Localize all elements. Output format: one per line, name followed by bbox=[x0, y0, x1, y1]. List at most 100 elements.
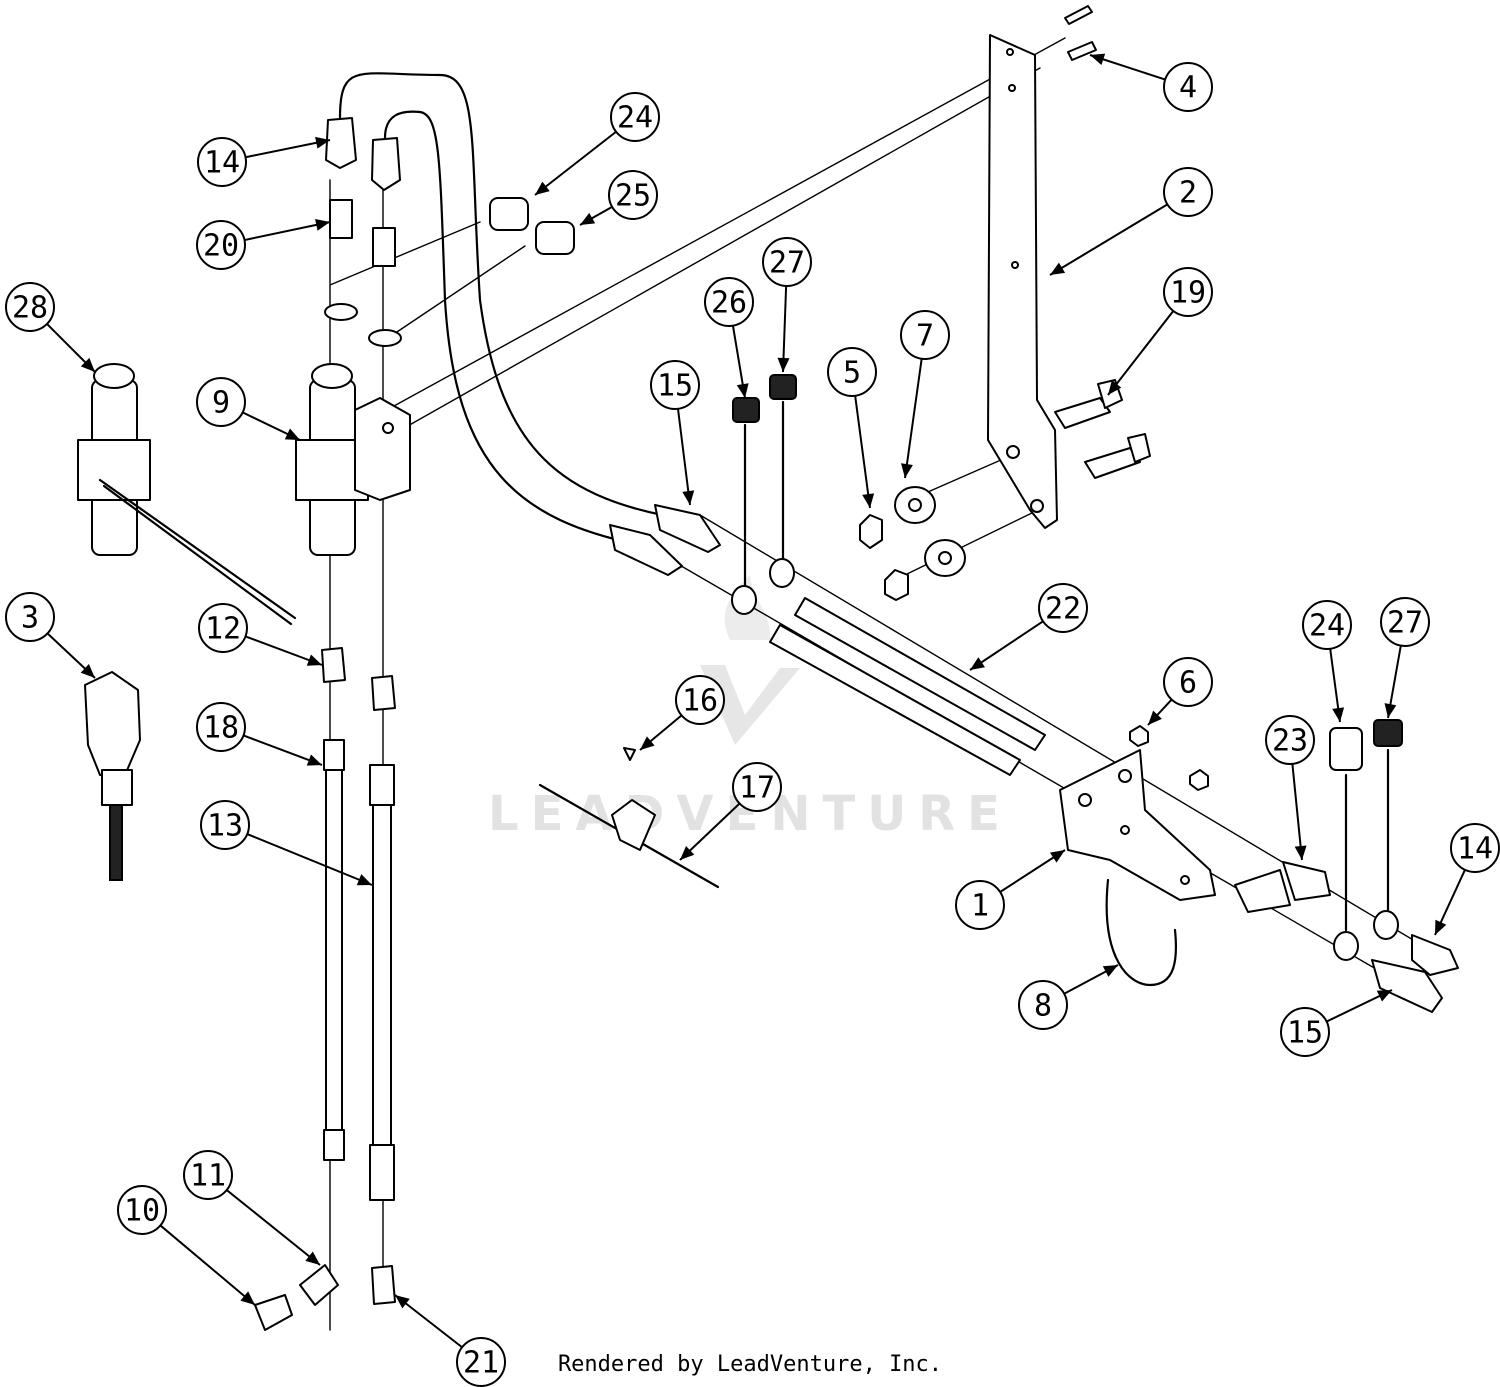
callout-19: 19 bbox=[1107, 267, 1213, 396]
callout-18: 18 bbox=[196, 702, 323, 766]
callout-arrowhead bbox=[315, 219, 330, 231]
callout-circle bbox=[1450, 823, 1500, 873]
callout-12: 12 bbox=[198, 603, 323, 666]
callout-6: 6 bbox=[1147, 657, 1213, 726]
callout-label: 7 bbox=[916, 319, 934, 354]
callout-circle bbox=[650, 360, 700, 410]
callout-label: 20 bbox=[203, 229, 239, 264]
callout-circle bbox=[762, 237, 812, 287]
callout-label: 2 bbox=[1179, 176, 1197, 211]
callout-circle bbox=[5, 592, 55, 642]
callout-circle bbox=[732, 762, 782, 812]
callout-2: 2 bbox=[1049, 167, 1213, 276]
callout-circle bbox=[1163, 267, 1213, 317]
footer-credit: Rendered by LeadVenture, Inc. bbox=[557, 1352, 943, 1377]
callout-27: 27 bbox=[762, 237, 812, 373]
callout-arrowhead bbox=[680, 846, 695, 860]
callout-label: 3 bbox=[21, 601, 39, 636]
callout-arrowhead bbox=[1435, 919, 1447, 935]
callout-arrowhead bbox=[900, 463, 913, 478]
callout-24: 24 bbox=[534, 92, 660, 196]
callout-circle bbox=[1302, 600, 1352, 650]
callout-label: 5 bbox=[843, 356, 861, 391]
callout-label: 13 bbox=[207, 809, 243, 844]
fittings-top bbox=[324, 117, 402, 347]
callout-5: 5 bbox=[827, 347, 877, 509]
callout-arrowhead bbox=[640, 736, 655, 750]
couplers-center bbox=[609, 504, 721, 576]
callout-circle bbox=[1280, 1007, 1330, 1057]
callout-circle bbox=[198, 603, 248, 653]
dipsticks-center bbox=[731, 374, 797, 615]
callout-circle bbox=[196, 702, 246, 752]
watermark-logo bbox=[700, 665, 800, 745]
callouts: 1234567891011121314141515161718192021222… bbox=[5, 53, 1500, 1387]
callout-leader bbox=[534, 130, 617, 196]
callout-leader bbox=[1049, 203, 1168, 276]
callout-arrowhead bbox=[315, 136, 330, 149]
callout-4: 4 bbox=[1089, 53, 1213, 112]
mount-bracket bbox=[1059, 725, 1216, 901]
callout-circle bbox=[196, 377, 246, 427]
callout-label: 25 bbox=[615, 179, 651, 214]
callout-1: 1 bbox=[955, 849, 1066, 930]
bracket-bar bbox=[987, 34, 1058, 529]
callout-arrowhead bbox=[682, 490, 695, 505]
callout-10: 10 bbox=[117, 1185, 256, 1306]
callout-circle bbox=[200, 800, 250, 850]
callout-arrowhead bbox=[356, 874, 372, 886]
callout-label: 9 bbox=[212, 386, 230, 421]
callout-circle bbox=[1018, 980, 1068, 1030]
callout-circle bbox=[1380, 597, 1430, 647]
right-fittings bbox=[1234, 719, 1459, 1013]
callout-17: 17 bbox=[679, 762, 782, 861]
callout-arrowhead bbox=[1376, 990, 1392, 1002]
callout-label: 4 bbox=[1179, 71, 1197, 106]
callout-23: 23 bbox=[1265, 715, 1315, 861]
callout-label: 17 bbox=[739, 771, 775, 806]
callout-label: 14 bbox=[204, 146, 240, 181]
u-bolt bbox=[1105, 878, 1178, 987]
callout-label: 24 bbox=[617, 101, 653, 136]
callout-label: 16 bbox=[682, 684, 718, 719]
callout-circle bbox=[1163, 167, 1213, 217]
callout-label: 18 bbox=[203, 711, 239, 746]
callout-label: 27 bbox=[1387, 606, 1423, 641]
callout-arrowhead bbox=[1049, 850, 1065, 863]
callout-leader bbox=[226, 1189, 321, 1266]
callout-11: 11 bbox=[183, 1150, 321, 1266]
callout-20: 20 bbox=[196, 219, 331, 270]
callout-circle bbox=[1038, 583, 1088, 633]
callout-arrowhead bbox=[306, 754, 322, 766]
callout-arrowhead bbox=[306, 654, 322, 666]
callout-15: 15 bbox=[650, 360, 700, 506]
callout-circle bbox=[608, 170, 658, 220]
callout-28: 28 bbox=[5, 282, 96, 373]
callout-circle bbox=[183, 1150, 233, 1200]
callout-arrowhead bbox=[970, 657, 985, 670]
callout-circle bbox=[197, 137, 247, 187]
callout-arrowhead bbox=[80, 664, 95, 678]
callout-14: 14 bbox=[1434, 823, 1500, 936]
callout-label: 11 bbox=[190, 1159, 226, 1194]
screws bbox=[1064, 5, 1097, 61]
sensor-caps-top bbox=[489, 197, 575, 255]
callout-label: 23 bbox=[1272, 724, 1308, 759]
callout-circle bbox=[675, 675, 725, 725]
callout-circle bbox=[955, 880, 1005, 930]
callout-circle bbox=[827, 347, 877, 397]
callout-label: 10 bbox=[124, 1194, 160, 1229]
callout-leader bbox=[246, 833, 373, 886]
callout-21: 21 bbox=[394, 1294, 506, 1387]
sensor bbox=[84, 671, 141, 881]
callout-leader bbox=[1291, 763, 1303, 861]
callout-arrowhead bbox=[580, 212, 596, 225]
callout-24: 24 bbox=[1302, 600, 1352, 723]
callout-label: 28 bbox=[12, 291, 48, 326]
callout-arrowhead bbox=[1148, 710, 1162, 725]
callout-label: 24 bbox=[1309, 609, 1345, 644]
callout-8: 8 bbox=[1018, 964, 1119, 1030]
callout-circle bbox=[196, 220, 246, 270]
callout-circle bbox=[1163, 657, 1213, 707]
callout-leader bbox=[159, 1224, 256, 1306]
